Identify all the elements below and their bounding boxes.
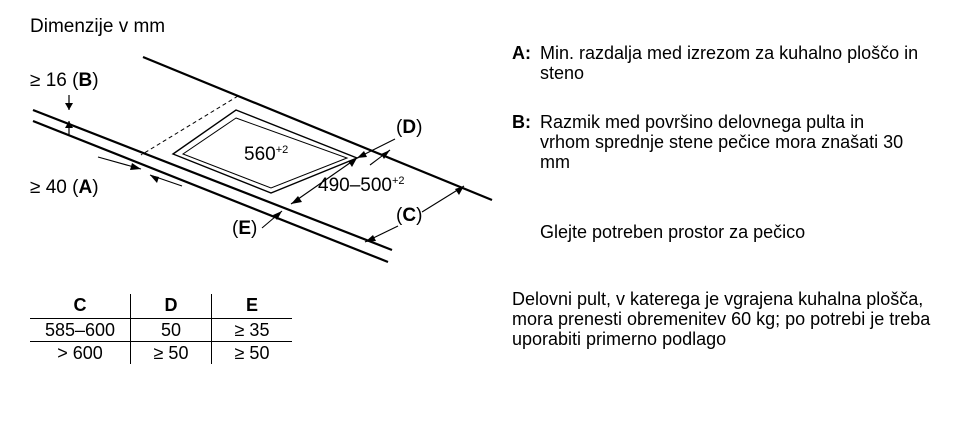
- label-d-suffix: ): [416, 117, 423, 138]
- table-header-row: C D E: [30, 294, 292, 319]
- dim-depth-line: [290, 157, 358, 205]
- note-b: B: Razmik med površino delovnega pulta i…: [512, 112, 952, 176]
- dashed-wall-line: [140, 95, 239, 156]
- table-row: 585–600 50 ≥ 35: [30, 318, 292, 342]
- label-c: (C): [396, 205, 422, 227]
- dim-c-arrowhead-bottom: [365, 235, 376, 242]
- dim-c-arrowhead-top: [455, 186, 464, 195]
- note-b-key: B:: [512, 112, 531, 132]
- dim-depth-label: 490–500+2: [318, 175, 405, 197]
- table-cell: 50: [130, 318, 212, 342]
- table-header-d: D: [130, 294, 212, 319]
- note-a-text: Min. razdalja med izrezom za kuhalno plo…: [540, 43, 919, 83]
- label-c-suffix: ): [416, 205, 423, 226]
- dim-a-arrowhead-left: [130, 163, 141, 170]
- label-e: (E): [232, 218, 257, 240]
- label-e-suffix: ): [251, 218, 258, 239]
- label-a-suffix: ): [92, 177, 99, 198]
- label-d: (D): [396, 117, 422, 139]
- table-cell: ≥ 50: [211, 341, 292, 364]
- dim-e-arrowhead: [273, 211, 282, 220]
- label-b-key: B: [78, 70, 93, 91]
- worktop-front-edge-bottom: [32, 119, 389, 264]
- table-cell: > 600: [30, 341, 131, 364]
- dim-depth-tolerance: +2: [391, 175, 405, 187]
- worktop-back-edge: [142, 55, 493, 202]
- worktop-front-edge-top: [32, 108, 393, 252]
- dim-depth-arrowhead-bottom: [291, 196, 302, 204]
- label-c-prefix: (: [396, 205, 403, 226]
- table-cell: ≥ 50: [130, 341, 212, 364]
- dim-depth-arrowhead-top: [348, 158, 357, 167]
- note-a: A: Min. razdalja med izrezom za kuhalno …: [512, 43, 952, 87]
- page-title: Dimenzije v mm: [30, 16, 166, 37]
- dim-b-arrowhead-bottom: [65, 121, 73, 128]
- label-a-prefix: ≥ 40 (: [30, 177, 79, 198]
- note-b-text: Razmik med površino delovnega pulta in v…: [540, 112, 904, 172]
- label-a-key: A: [78, 177, 93, 198]
- label-d-prefix: (: [396, 117, 403, 138]
- worktop-note: Delovni pult, v katerega je vgrajena kuh…: [512, 289, 931, 349]
- dim-depth-value: 490–500: [318, 175, 392, 196]
- table-header-e: E: [211, 294, 292, 319]
- label-d-key: D: [402, 117, 417, 138]
- table-cell: ≥ 35: [211, 318, 292, 342]
- cutout-outline: [171, 109, 359, 194]
- clearance-table: C D E 585–600 50 ≥ 35 > 600 ≥ 50 ≥ 50: [30, 294, 292, 364]
- dim-width-value: 560: [244, 144, 276, 165]
- label-a: ≥ 40 (A): [30, 177, 99, 199]
- label-b-suffix: ): [92, 70, 99, 91]
- dim-b-arrowhead-top: [65, 103, 73, 110]
- dim-width-tolerance: +2: [275, 144, 289, 156]
- table-row: > 600 ≥ 50 ≥ 50: [30, 341, 292, 364]
- label-b: ≥ 16 (B): [30, 70, 99, 92]
- table-header-c: C: [73, 294, 87, 315]
- label-b-prefix: ≥ 16 (: [30, 70, 79, 91]
- oven-note: Glejte potreben prostor za pečico: [540, 222, 806, 242]
- dim-d-arrowhead: [357, 151, 367, 158]
- note-a-key: A:: [512, 43, 531, 63]
- label-e-key: E: [238, 218, 252, 239]
- label-e-prefix: (: [232, 218, 239, 239]
- dim-width-label: 560+2: [244, 144, 288, 166]
- cutout-inner: [181, 117, 349, 189]
- dim-a-arrowhead-right: [150, 175, 159, 183]
- dim-d-arrowhead-2: [381, 150, 390, 159]
- label-c-key: C: [402, 205, 417, 226]
- table-cell: 585–600: [30, 318, 131, 342]
